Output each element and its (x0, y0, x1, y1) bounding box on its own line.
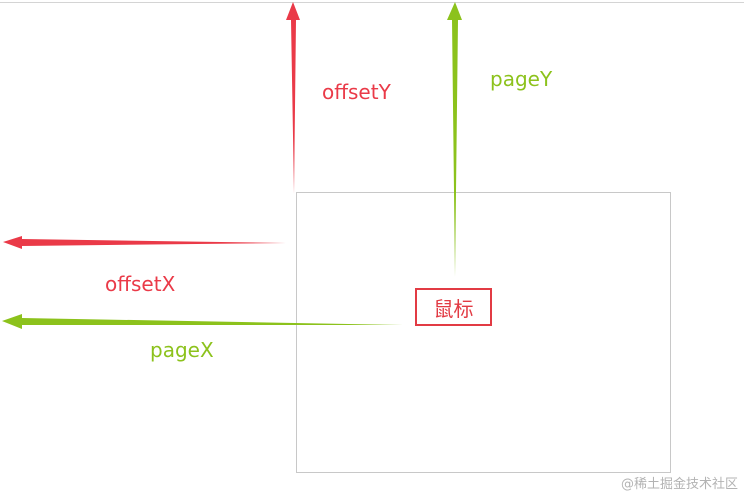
offsetY-arrow (286, 2, 300, 194)
pageX-arrow (2, 314, 403, 329)
pageX-label: pageX (150, 338, 214, 362)
watermark: @稀土掘金技术社区 (620, 477, 738, 492)
top-border-line (0, 2, 744, 3)
offsetX-label: offsetX (105, 272, 176, 296)
pageY-label: pageY (490, 67, 553, 91)
offsetX-arrow (3, 236, 286, 249)
mouse-pointer-box: 鼠标 (415, 288, 492, 326)
offsetY-label: offsetY (322, 80, 391, 104)
pageY-arrow (447, 2, 462, 277)
element-box (296, 192, 671, 473)
